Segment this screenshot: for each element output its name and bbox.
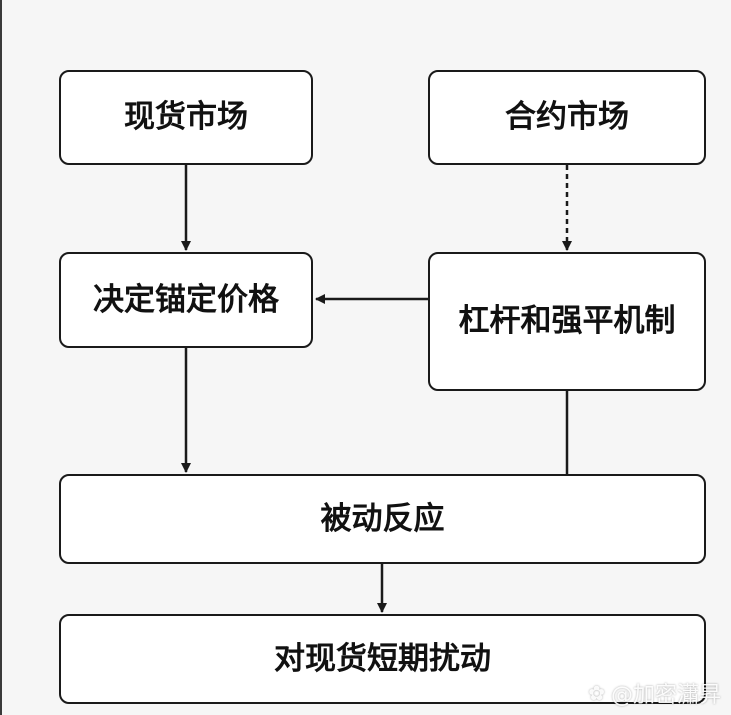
node-spot-market-label: 现货市场 bbox=[124, 99, 248, 136]
node-contract-market-label: 合约市场 bbox=[505, 99, 629, 136]
watermark-text: @加密瀟昇 bbox=[610, 683, 721, 708]
node-contract-market: 合约市场 bbox=[428, 70, 706, 165]
watermark: ✿ @加密瀟昇 bbox=[588, 677, 721, 709]
node-passive-reaction: 被动反应 bbox=[59, 474, 706, 564]
wechat-channel-icon: ✿ bbox=[588, 681, 605, 705]
node-spot-market: 现货市场 bbox=[59, 70, 313, 165]
node-short-term-impact: 对现货短期扰动 bbox=[59, 614, 706, 704]
node-short-term-impact-label: 对现货短期扰动 bbox=[274, 640, 491, 677]
node-pricing-label: 决定锚定价格 bbox=[93, 281, 279, 318]
node-leverage-label: 杠杆和强平机制 bbox=[458, 303, 676, 340]
node-pricing: 决定锚定价格 bbox=[59, 252, 313, 348]
left-edge-line bbox=[0, 0, 2, 715]
node-leverage-liquidation: 杠杆和强平机制 bbox=[428, 252, 706, 391]
node-passive-reaction-label: 被动反应 bbox=[320, 500, 445, 537]
